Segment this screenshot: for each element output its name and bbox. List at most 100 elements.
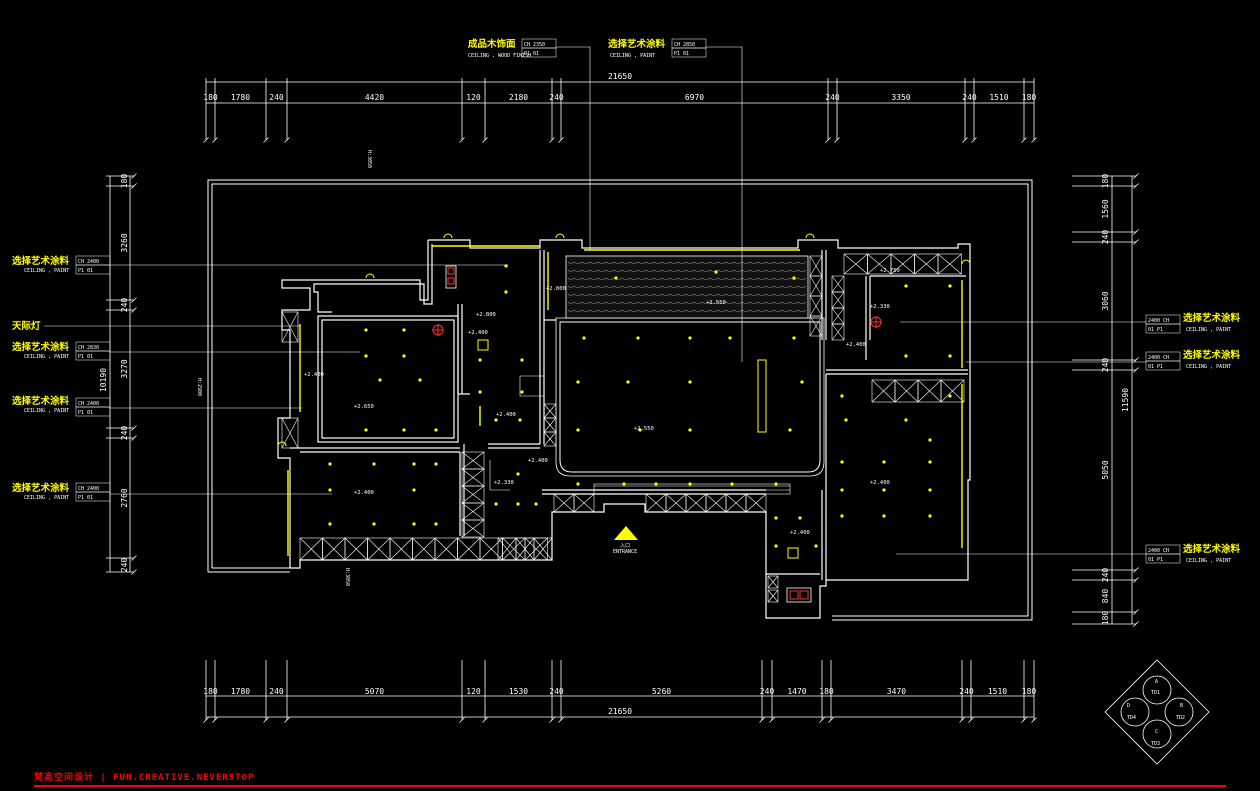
height-label: +2.650 xyxy=(354,404,374,410)
height-label: +2.400 xyxy=(354,490,374,496)
dimension-label: 240 xyxy=(120,558,129,573)
dimension-label: 3350 xyxy=(891,93,910,102)
svg-text:2400 CH: 2400 CH xyxy=(1148,355,1169,361)
callout-skylight: 天际灯 xyxy=(12,320,41,332)
site-boundary xyxy=(207,179,1033,621)
svg-text:TD1: TD1 xyxy=(1151,690,1160,696)
svg-text:CEILING , PAINT: CEILING , PAINT xyxy=(1186,558,1231,564)
entrance-sublabel: ENTRANCE xyxy=(613,549,637,555)
dimension-label: 240 xyxy=(962,93,977,102)
dimension-label: 240 xyxy=(1101,358,1110,373)
dimension-label: 2760 xyxy=(120,488,129,507)
dimension-label: 180 xyxy=(203,687,218,696)
svg-text:TD2: TD2 xyxy=(1176,715,1185,721)
svg-text:P1 01: P1 01 xyxy=(78,354,93,360)
svg-text:CEILING , PAINT: CEILING , PAINT xyxy=(1186,327,1231,333)
dimension-label: 240 xyxy=(120,298,129,313)
dimension-label: 5260 xyxy=(652,687,671,696)
dimension-label: 5070 xyxy=(365,687,384,696)
callout-left-3: 选择艺术涂料 CEILING , PAINT CH 2400 P1 01 xyxy=(12,395,111,417)
callout-right-1: 2400 CH 01 P1 选择艺术涂料 CEILING , PAINT xyxy=(1145,312,1241,334)
entrance-label: 入口 xyxy=(620,543,630,549)
dimension-label: 180 xyxy=(1101,174,1110,189)
dimension-label: 6970 xyxy=(685,93,704,102)
svg-text:01 P1: 01 P1 xyxy=(1148,364,1163,370)
height-label: +2.400 xyxy=(304,372,324,378)
svg-text:CH 2400: CH 2400 xyxy=(78,259,99,265)
top-dimension-chain xyxy=(203,78,1037,143)
dimension-label: 240 xyxy=(825,93,840,102)
svg-text:P1 01: P1 01 xyxy=(78,495,93,501)
svg-text:01 P1: 01 P1 xyxy=(1148,557,1163,563)
svg-text:选择艺术涂料: 选择艺术涂料 xyxy=(12,482,70,494)
svg-text:TD4: TD4 xyxy=(1127,715,1136,721)
dimension-label: 180 xyxy=(1022,687,1037,696)
left-total-dimension: 10190 xyxy=(99,368,108,392)
svg-text:C: C xyxy=(1155,729,1158,735)
svg-text:选择艺术涂料: 选择艺术涂料 xyxy=(608,38,666,50)
svg-text:CEILING , PAINT: CEILING , PAINT xyxy=(610,53,655,59)
dimension-label: 240 xyxy=(1101,568,1110,583)
smoke-detectors xyxy=(432,316,882,336)
footer-brand: 梵高空间设计 | FUN.CREATIVE.NEVERSTOP xyxy=(34,771,254,783)
svg-text:CH 2400: CH 2400 xyxy=(78,486,99,492)
dimension-label: 1530 xyxy=(509,687,528,696)
callout-right-2: 2400 CH 01 P1 选择艺术涂料 CEILING , PAINT xyxy=(1145,349,1241,371)
svg-text:选择艺术涂料: 选择艺术涂料 xyxy=(1183,349,1241,361)
dimension-label: 3270 xyxy=(120,359,129,378)
height-label: +2.330 xyxy=(494,480,514,486)
height-label: +2.330 xyxy=(870,304,890,310)
dimension-label: 1470 xyxy=(787,687,806,696)
svg-text:CH 2830: CH 2830 xyxy=(78,345,99,351)
dimension-label: 4420 xyxy=(365,93,384,102)
dimension-label: 240 xyxy=(549,93,564,102)
svg-text:B: B xyxy=(1180,703,1183,709)
wood-panel-height-note: +2.550 xyxy=(706,300,726,306)
right-dimension-chain xyxy=(1072,173,1139,627)
cabinet-hatch xyxy=(281,253,965,603)
left-dimension-chain xyxy=(106,173,137,575)
dimension-label: 180 xyxy=(819,687,834,696)
dimension-label: 1560 xyxy=(1101,199,1110,218)
svg-text:CEILING , PAINT: CEILING , PAINT xyxy=(1186,364,1231,370)
svg-text:选择艺术涂料: 选择艺术涂料 xyxy=(1183,312,1241,324)
svg-text:TD3: TD3 xyxy=(1151,741,1160,747)
dimension-label: 2180 xyxy=(509,93,528,102)
svg-text:CEILING , PAINT: CEILING , PAINT xyxy=(24,408,69,414)
svg-text:P1 01: P1 01 xyxy=(674,51,689,57)
height-label: +2.400 xyxy=(528,458,548,464)
dimension-label: 180 xyxy=(1022,93,1037,102)
dimension-label: 180 xyxy=(203,93,218,102)
svg-text:选择艺术涂料: 选择艺术涂料 xyxy=(12,341,70,353)
cove-light-lines xyxy=(287,245,963,556)
entrance-marker: 入口 ENTRANCE xyxy=(613,526,638,555)
callout-left-2: 选择艺术涂料 CEILING , PAINT CH 2830 P1 01 xyxy=(12,341,111,361)
top-height-note: H:3050 xyxy=(366,150,372,168)
svg-text:2400 CH: 2400 CH xyxy=(1148,318,1169,324)
svg-text:CH 2350: CH 2350 xyxy=(524,42,545,48)
svg-text:P1 01: P1 01 xyxy=(524,51,539,57)
dimension-label: 1510 xyxy=(988,687,1007,696)
dimension-label: 180 xyxy=(1101,611,1110,626)
dimension-label: 240 xyxy=(549,687,564,696)
dimension-label: 1780 xyxy=(231,93,250,102)
svg-text:P1 01: P1 01 xyxy=(78,268,93,274)
dimension-label: 240 xyxy=(1101,230,1110,245)
dimension-label: 3060 xyxy=(1101,291,1110,310)
height-label: +2.400 xyxy=(496,412,516,418)
right-total-dimension: 11590 xyxy=(1121,388,1130,412)
callout-top-wood: 成品木饰面 CEILING , WOOD FINISH CH 2350 P1 0… xyxy=(468,38,557,59)
door-swings xyxy=(489,375,791,495)
ceiling-height-labels: +2.650 +2.800 +2.800 +2.400 +2.550 +2.75… xyxy=(304,268,900,536)
dimension-label: 240 xyxy=(959,687,974,696)
column-markers xyxy=(277,233,971,447)
svg-text:CH 2400: CH 2400 xyxy=(78,401,99,407)
dimension-label: 240 xyxy=(120,426,129,441)
top-total-dimension: 21650 xyxy=(608,72,632,81)
feature-light xyxy=(757,359,767,433)
height-label: +2.400 xyxy=(468,330,488,336)
